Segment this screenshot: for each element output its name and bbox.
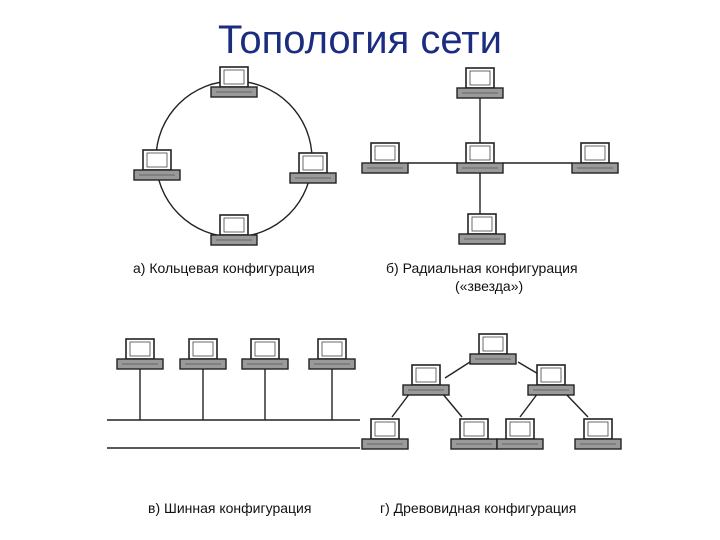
ring-computer-left bbox=[133, 149, 181, 181]
ring-topology bbox=[133, 66, 337, 246]
tree-computer-leaf-1 bbox=[361, 418, 409, 450]
star-computer-left bbox=[361, 142, 409, 174]
caption-tree: г) Древовидная конфигурация bbox=[380, 500, 577, 516]
tree-computer-root bbox=[469, 333, 517, 365]
tree-computer-mid-right bbox=[527, 364, 575, 396]
bus-topology bbox=[107, 338, 360, 449]
tree-computer-leaf-4 bbox=[574, 418, 622, 450]
tree-link-l-1 bbox=[391, 392, 411, 418]
star-computer-right bbox=[571, 142, 619, 174]
tree-topology bbox=[361, 333, 622, 450]
caption-star: б) Радиальная конфигурация bbox=[386, 260, 578, 276]
tree-link-r-1 bbox=[519, 392, 539, 418]
tree-link-l-2 bbox=[441, 392, 463, 418]
ring-computer-right bbox=[289, 152, 337, 184]
tree-computer-leaf-3 bbox=[496, 418, 544, 450]
caption-ring: а) Кольцевая конфигурация bbox=[133, 260, 315, 276]
bus-computer-1 bbox=[116, 338, 164, 370]
bus-computer-4 bbox=[308, 338, 356, 370]
star-computer-center bbox=[456, 142, 504, 174]
caption-star-sub: («звезда») bbox=[455, 278, 524, 294]
star-computer-bottom bbox=[458, 213, 506, 245]
ring-cable bbox=[155, 80, 313, 238]
tree-computer-leaf-2 bbox=[450, 418, 498, 450]
caption-bus: в) Шинная конфигурация bbox=[148, 500, 312, 516]
tree-link-root-left bbox=[444, 361, 471, 379]
bus-computer-3 bbox=[241, 338, 289, 370]
bus-computer-2 bbox=[179, 338, 227, 370]
ring-computer-bottom bbox=[210, 214, 258, 246]
star-computer-top bbox=[456, 67, 504, 99]
tree-link-r-2 bbox=[564, 392, 589, 418]
star-topology bbox=[361, 67, 619, 245]
page-title: Топология сети bbox=[218, 18, 502, 62]
tree-computer-mid-left bbox=[402, 364, 450, 396]
